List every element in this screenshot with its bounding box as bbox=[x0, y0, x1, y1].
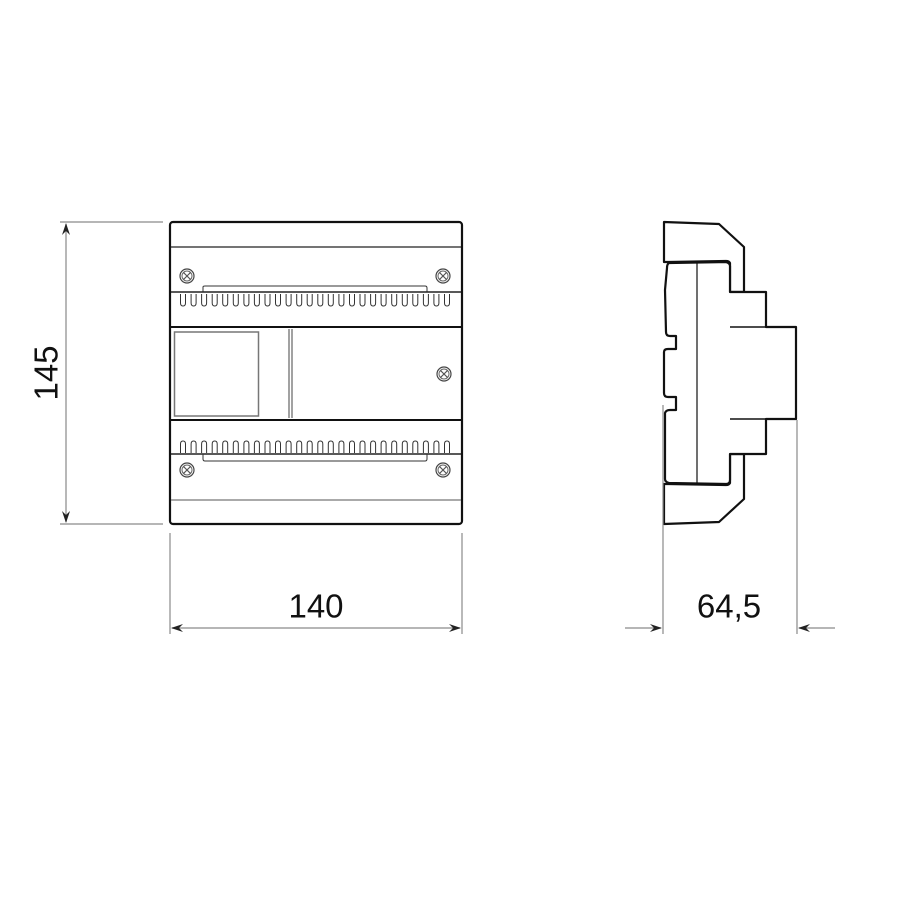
front-outline bbox=[168, 220, 464, 526]
dimension-height bbox=[60, 221, 163, 525]
height-dimension-label: 145 bbox=[27, 345, 65, 401]
screw-icon bbox=[179, 462, 195, 478]
front-view bbox=[168, 220, 464, 526]
dimension-width bbox=[169, 533, 463, 634]
depth-dimension-label: 64,5 bbox=[696, 587, 762, 625]
side-view bbox=[662, 220, 798, 526]
screw-icon bbox=[179, 268, 195, 284]
screw-icon bbox=[435, 462, 451, 478]
dimension-depth bbox=[625, 405, 835, 634]
screw-icon bbox=[436, 366, 452, 382]
screw-icon bbox=[435, 268, 451, 284]
width-dimension-label: 140 bbox=[288, 587, 344, 625]
label-window bbox=[173, 331, 260, 417]
